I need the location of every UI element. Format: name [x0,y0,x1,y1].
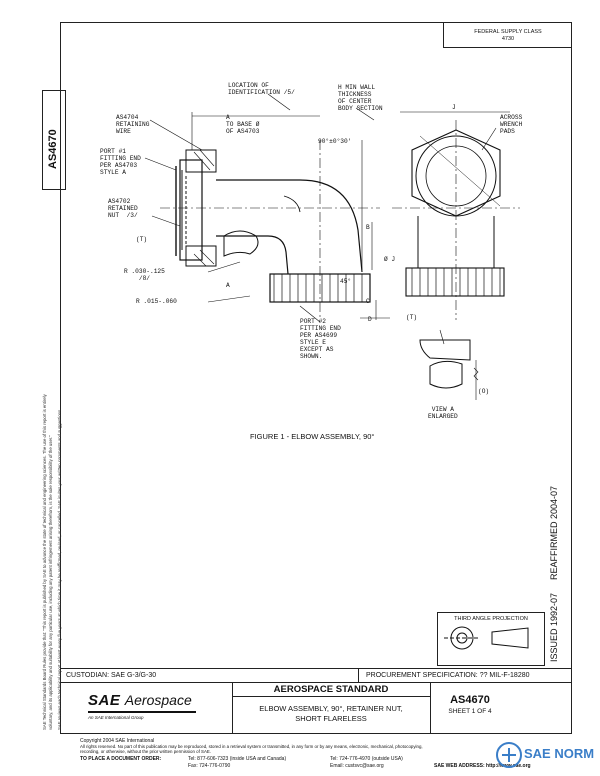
label-retaining-wire: AS4704 RETAINING WIRE [116,114,150,135]
label-t-left: (T) [136,236,148,243]
footer-email: Email: custsvc@sae.org [330,763,384,769]
title-line-1: ELBOW ASSEMBLY, 90°, RETAINER NUT, [259,704,403,713]
custodian-text: CUSTODIAN: SAE G-3/G-30 [66,672,157,679]
sae-logo-main: SAE [88,692,121,709]
sae-norm-watermark: SAE NORM [494,738,598,772]
title-line-2: SHORT FLARELESS [295,714,367,723]
label-45-deg: 45° [340,278,352,285]
footer-fax: Fax: 724-776-0790 [188,763,231,769]
sheet-number: SHEET 1 OF 4 [448,708,492,715]
title-divider-top [60,668,572,669]
footer-copyright: Copyright 2004 SAE International [80,738,155,744]
label-a-small: A [226,282,230,289]
label-across: ACROSS WRENCH PADS [500,114,523,135]
drawing-frame [60,22,572,734]
title-vsep-2 [430,682,431,734]
footer-order: TO PLACE A DOCUMENT ORDER: [80,756,162,762]
label-port-1: PORT #1 FITTING END PER AS4703 STYLE A [100,148,141,176]
sae-logo-tagline: An SAE International Group [88,715,144,720]
label-radius-1: R .030-.125 /8/ [124,268,165,282]
doc-number-box: AS4670 [42,90,66,190]
label-a-to-base: A TO BASE Ø OF AS4703 [226,114,260,135]
title-header-line [232,696,430,697]
footer-tel-2: Tel: 724-776-4970 (outside USA) [330,756,403,762]
title-divider-mid [60,682,572,683]
label-d: D [368,316,372,323]
label-angle: 90°±0°30' [318,138,352,145]
watermark-text: SAE NORM [524,746,595,761]
title-vsep-proc [358,668,359,682]
label-o: (O) [478,388,490,395]
label-b: B [366,224,370,231]
label-view-a: VIEW A ENLARGED [428,406,458,420]
label-radius-2: R .015-.060 [136,298,177,305]
third-angle-label: THIRD ANGLE PROJECTION [454,616,528,622]
sae-logo: SAE Aerospace An SAE International Group [88,692,228,728]
standard-header: AEROSPACE STANDARD [273,684,389,695]
federal-supply-box: FEDERAL SUPPLY CLASS 4730 [443,22,572,48]
footer-rights: All rights reserved. No part of this pub… [80,744,423,749]
label-port-2: PORT #2 FITTING END PER AS4699 STYLE E E… [300,318,341,360]
procurement-text: PROCUREMENT SPECIFICATION: ?? MIL-F-1828… [366,672,530,679]
label-dia-j: Ø J [384,256,396,263]
label-nut: AS4702 RETAINED NUT /3/ [108,198,138,219]
label-min-wall: H MIN WALL THICKNESS OF CENTER BODY SECT… [338,84,383,112]
title-vsep-1 [232,682,233,734]
label-j: J [452,104,456,111]
footer-rights-2: recording, or otherwise, without the pri… [80,749,212,754]
label-location: LOCATION OF IDENTIFICATION /5/ [228,82,295,96]
footer-web: SAE WEB ADDRESS: http://www.sae.org [434,763,531,769]
federal-supply-text: FEDERAL SUPPLY CLASS 4730 [474,29,542,42]
third-angle-box: THIRD ANGLE PROJECTION [437,612,545,666]
doc-number-title: AS4670 [450,694,490,706]
footer-tel: Tel: 877-606-7323 (inside USA and Canada… [188,756,287,762]
sae-logo-sub: Aerospace [124,692,192,708]
label-c: C [366,298,370,305]
figure-caption: FIGURE 1 - ELBOW ASSEMBLY, 90° [250,432,375,441]
label-t-right: (T) [406,314,418,321]
